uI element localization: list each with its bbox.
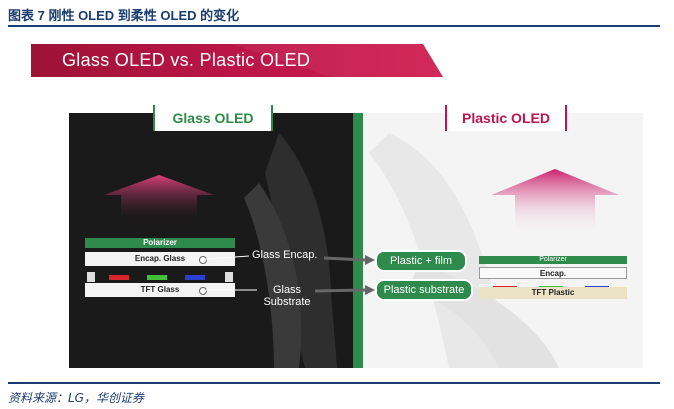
source-note: 资料来源：LG，华创证券 [8, 391, 144, 405]
divider-bar [353, 113, 363, 368]
glass-substrate-line2: Substrate [263, 296, 311, 308]
plastic-substrate-pill: Plastic substrate [375, 279, 473, 301]
plastic-tft-layer: TFT Plastic [479, 287, 627, 299]
glass-arrow-icon [104, 175, 214, 223]
oled-comparison-figure: Glass OLED Plastic OLED Polarizer Encap.… [69, 105, 643, 368]
banner-shape [31, 44, 443, 77]
plastic-polarizer-layer: Polarizer [479, 256, 627, 264]
glass-tft-layer: TFT Glass [85, 283, 235, 297]
glass-substrate-line1: Glass [272, 284, 302, 296]
figure-caption: 图表 7 刚性 OLED 到柔性 OLED 的变化 [8, 8, 240, 23]
banner-title: Glass OLED vs. Plastic OLED [62, 50, 311, 70]
glass-polarizer-layer: Polarizer [85, 238, 235, 248]
glass-pixel-row [85, 269, 235, 282]
plastic-encap-layer: Encap. [479, 267, 627, 279]
glass-oled-label: Glass OLED [153, 105, 273, 131]
bottom-rule [8, 382, 660, 384]
plastic-film-pill: Plastic + film [375, 250, 467, 272]
top-rule [8, 25, 660, 27]
glass-encap-layer: Encap. Glass [85, 252, 235, 266]
plastic-arrow-icon [491, 169, 619, 233]
plastic-oled-label: Plastic OLED [445, 105, 567, 131]
glass-encap-annotation: Glass Encap. [252, 249, 318, 261]
substrate-pointer-dot [199, 287, 207, 295]
plastic-panel [359, 113, 643, 368]
encap-pointer-dot [199, 256, 207, 264]
plastic-pixel-row [479, 279, 627, 292]
glass-substrate-annotation: Glass Substrate [261, 284, 313, 308]
title-banner: Glass OLED vs. Plastic OLED [31, 44, 443, 77]
phone-silhouette-right [369, 133, 619, 368]
phone-silhouette-left [104, 133, 337, 368]
